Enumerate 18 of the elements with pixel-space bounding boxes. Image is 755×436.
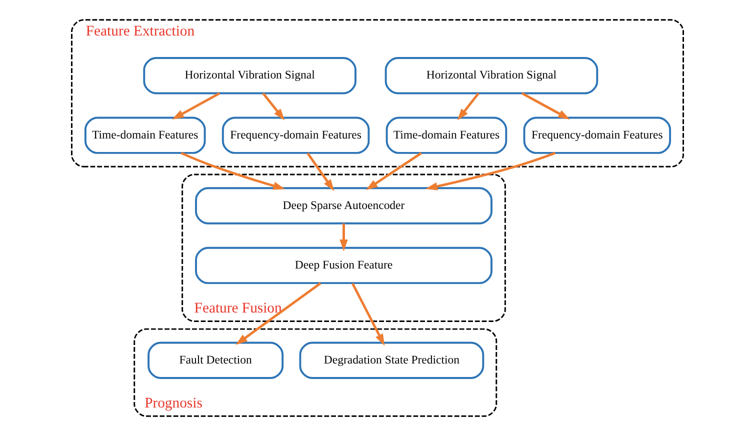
arrow — [521, 92, 570, 120]
node-box: Frequency-domain Features — [222, 116, 370, 154]
arrow — [306, 152, 334, 192]
node-box: Time-domain Features — [84, 116, 206, 154]
node-box: Degradation State Prediction — [299, 342, 484, 379]
node-box: Deep Fusion Feature — [195, 246, 492, 284]
arrow — [340, 223, 348, 252]
node-box: Frequency-domain Features — [523, 116, 672, 154]
arrow — [457, 92, 480, 120]
arrow — [172, 92, 220, 120]
node-box: Horizontal Vibration Signal — [143, 57, 356, 94]
arrow — [236, 282, 322, 345]
arrow — [262, 92, 285, 120]
node-box: Deep Sparse Autoencoder — [195, 187, 492, 224]
node-box: Time-domain Features — [386, 116, 508, 154]
node-box: Horizontal Vibration Signal — [384, 57, 598, 94]
node-box: Fault Detection — [148, 342, 284, 379]
arrow — [351, 282, 385, 346]
